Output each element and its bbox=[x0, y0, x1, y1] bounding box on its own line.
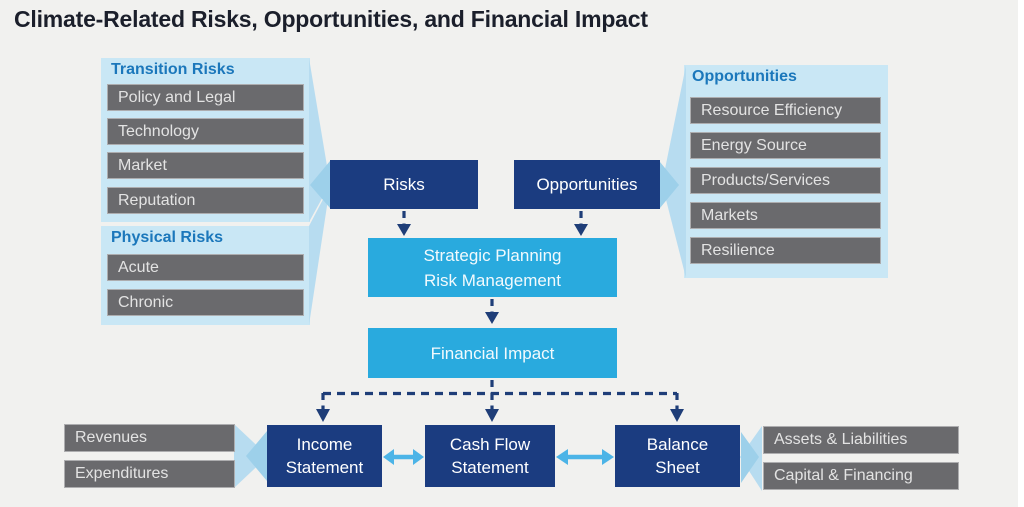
balance-line2: Sheet bbox=[655, 458, 700, 477]
right-margin-strip bbox=[1018, 0, 1024, 507]
chevron-income-wedge bbox=[246, 431, 267, 481]
opportunities-header: Opportunities bbox=[692, 68, 797, 85]
income-line1: Income bbox=[296, 435, 353, 454]
arrowhead-cashflow-icon bbox=[485, 409, 499, 422]
revenues-box: Revenues bbox=[64, 424, 235, 452]
physical-item-chronic: Chronic bbox=[107, 289, 304, 316]
transition-item-technology: Technology bbox=[107, 118, 304, 145]
double-arrow-right-head2-icon bbox=[602, 449, 614, 465]
chevron-physical-to-risks bbox=[309, 186, 330, 325]
opportunity-item-products-services: Products/Services bbox=[690, 167, 881, 194]
diagram-title: Climate-Related Risks, Opportunities, an… bbox=[14, 6, 648, 32]
chevron-opportunities-wedge bbox=[660, 162, 679, 208]
expenditures-box: Expenditures bbox=[64, 460, 235, 488]
arrowhead-balance-icon bbox=[670, 409, 684, 422]
risks-box: Risks bbox=[330, 160, 478, 209]
capital-financing-box: Capital & Financing bbox=[763, 462, 959, 490]
cashflow-line1: Cash Flow bbox=[449, 435, 531, 454]
risks-box-label: Risks bbox=[383, 175, 425, 194]
transition-risks-header: Transition Risks bbox=[111, 61, 235, 78]
physical-item-acute: Acute bbox=[107, 254, 304, 281]
transition-item-policy-legal: Policy and Legal bbox=[107, 84, 304, 111]
chevron-balance-wedge bbox=[741, 432, 759, 483]
double-arrow-left-head-icon bbox=[383, 449, 394, 465]
chevron-panel-to-opportunities bbox=[662, 65, 686, 278]
opportunity-item-resilience: Resilience bbox=[690, 237, 881, 264]
opportunity-item-resource-efficiency: Resource Efficiency bbox=[690, 97, 881, 124]
income-line2: Statement bbox=[285, 458, 364, 477]
chevron-risks-wedge bbox=[310, 161, 330, 208]
arrowhead-opportunities-down-icon bbox=[574, 224, 588, 236]
transition-item-market: Market bbox=[107, 152, 304, 179]
opportunity-item-energy-source: Energy Source bbox=[690, 132, 881, 159]
arrowhead-income-icon bbox=[316, 409, 330, 422]
strategic-line1: Strategic Planning bbox=[423, 245, 562, 265]
arrowhead-risks-down-icon bbox=[397, 224, 411, 236]
double-arrow-right-head-icon bbox=[413, 449, 424, 465]
opportunities-box-label: Opportunities bbox=[536, 175, 638, 194]
cashflow-line2: Statement bbox=[451, 458, 529, 477]
balance-sheet-box: Balance Sheet bbox=[615, 425, 740, 487]
opportunity-item-markets: Markets bbox=[690, 202, 881, 229]
assets-liabilities-box: Assets & Liabilities bbox=[763, 426, 959, 454]
physical-risks-header: Physical Risks bbox=[111, 229, 224, 246]
strategic-line2: Risk Management bbox=[423, 270, 561, 290]
cashflow-statement-box: Cash Flow Statement bbox=[425, 425, 555, 487]
balance-line1: Balance bbox=[646, 435, 709, 454]
opportunities-box: Opportunities bbox=[514, 160, 660, 209]
strategic-planning-box: Strategic Planning Risk Management bbox=[368, 238, 617, 297]
arrowhead-strategic-down-icon bbox=[485, 312, 499, 324]
financial-impact-box: Financial Impact bbox=[368, 328, 617, 378]
income-statement-box: Income Statement bbox=[267, 425, 382, 487]
double-arrow-left-head2-icon bbox=[556, 449, 568, 465]
financial-impact-label: Financial Impact bbox=[430, 343, 555, 363]
transition-item-reputation: Reputation bbox=[107, 187, 304, 214]
